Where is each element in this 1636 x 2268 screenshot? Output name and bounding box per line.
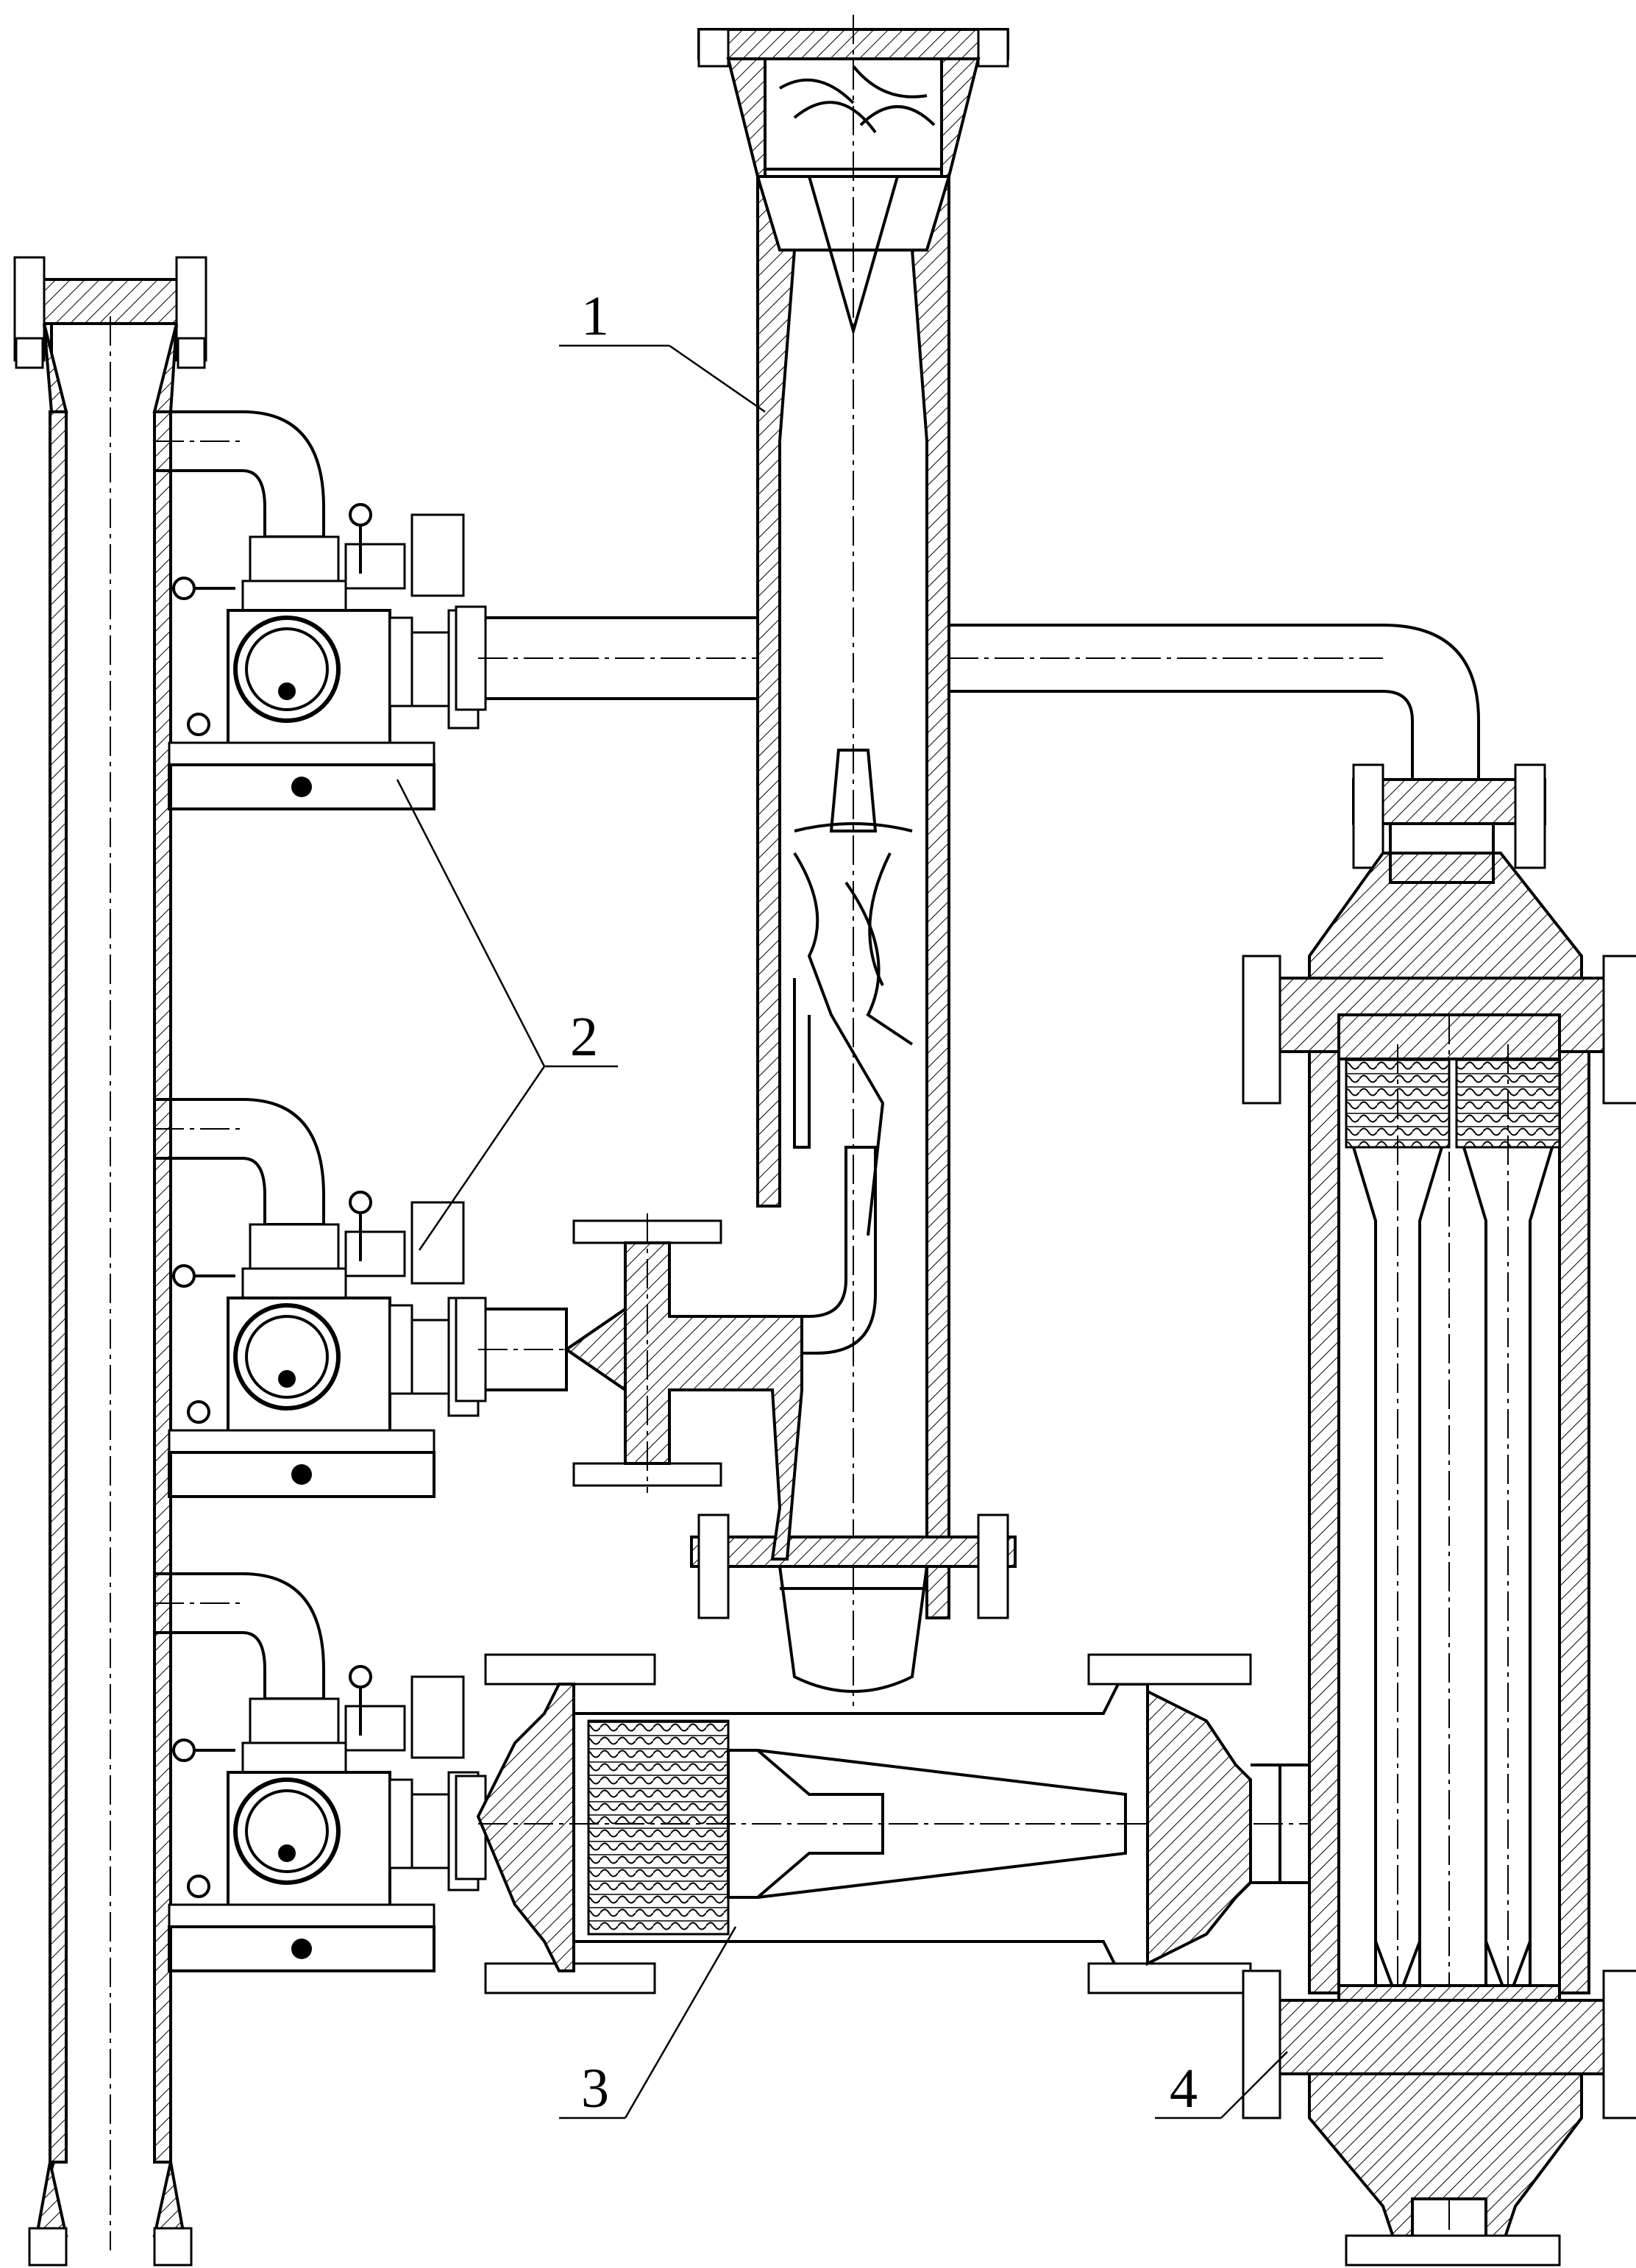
callout-label-4: 4 <box>1170 2058 1198 2119</box>
callout-label-2: 2 <box>570 1006 598 1068</box>
tee-valve-body <box>563 1213 803 1561</box>
pump-unit-top <box>153 410 480 810</box>
callout-label-3: 3 <box>581 2058 609 2119</box>
leader-lines <box>396 344 1288 2119</box>
callout-label-1: 1 <box>581 285 609 347</box>
heat-exchanger <box>1242 763 1636 2267</box>
top-right-pipe <box>947 624 1480 810</box>
horizontal-separator <box>476 1653 1326 1994</box>
main-column <box>690 15 1017 1706</box>
left-header-pipe <box>13 256 207 2267</box>
pump-unit-middle <box>153 1098 480 1498</box>
pump-unit-bottom <box>153 1572 480 1972</box>
